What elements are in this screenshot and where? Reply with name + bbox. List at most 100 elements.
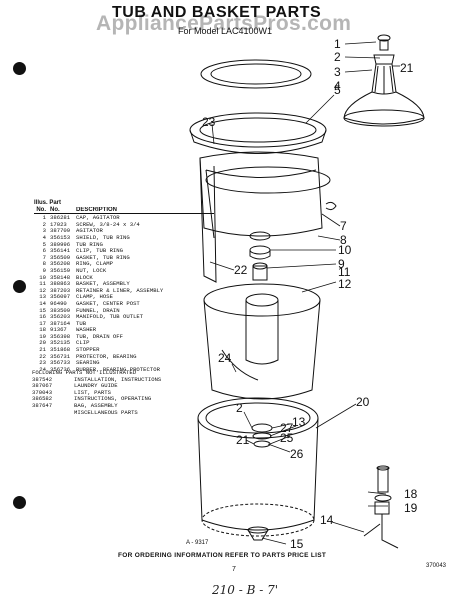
header-illus-part: Illus. Part [34,200,62,206]
tub-ring-shield-part [200,59,312,89]
parts-cell-no: 5 [42,240,46,248]
parts-cell-desc: CAP, AGITATOR [76,215,120,222]
parts-cell-no: 20 [39,339,46,347]
binder-hole-icon [13,280,26,293]
parts-cell-part: 356509 [50,253,71,261]
gasket-part [205,166,331,194]
parts-cell-no: 8 [42,260,46,268]
callout-12: 12 [338,277,352,291]
parts-cell-no: 1 [42,214,46,222]
callout-20: 20 [356,395,370,409]
not-illustrated-part-no: 370043 [32,388,53,396]
parts-cell-part: 356736 [50,365,71,373]
parts-cell-no: 22 [39,352,46,360]
callout-11: 11 [338,265,351,279]
agitator-part [343,34,425,127]
parts-cell-no: 4 [42,233,46,241]
callout-2b: 2 [236,401,243,415]
parts-cell-part: 356733 [50,359,71,367]
parts-cell-part: 91367 [50,326,67,334]
parts-cell-no: 7 [42,253,46,261]
binder-hole-icon [13,496,26,509]
callout-2: 2 [334,50,341,64]
parts-cell-no: 3 [42,227,46,235]
parts-cell-desc: AGITATOR [76,228,103,235]
callout-23: 23 [202,115,216,129]
callout-27: 27 [280,421,294,435]
parts-cell-no: 18 [39,326,46,334]
parts-cell-desc: TUB [76,320,87,327]
model-line: For Model LAC4100W1 [178,26,273,36]
parts-cell-no: 10 [39,273,46,281]
funnel-part [247,526,269,541]
not-illustrated-part-no: 386582 [32,395,53,403]
callout-24: 24 [218,351,232,365]
drain-part [363,465,399,549]
header-description: DESCRIPTION [76,206,118,213]
parts-cell-no: 12 [39,286,46,294]
ordering-footer: FOR ORDERING INFORMATION REFER TO PARTS … [118,552,327,559]
parts-cell-no: 19 [39,332,46,340]
nut-block-part [249,231,271,281]
parts-list-row: 7 356509 GASKET, TUB RING [34,253,214,262]
callout-19: 19 [404,501,418,515]
parts-cell-desc: RUBBER, BEARING PROTECTOR [76,366,160,373]
not-illustrated-part-no: 387647 [32,401,53,409]
not-illustrated-desc: MISCELLANEOUS PARTS [74,408,138,416]
parts-cell-desc: CLIP [76,340,90,347]
callout-18: 18 [404,487,418,501]
parts-cell-part: 356097 [50,293,71,301]
callout-4: 4 [334,79,341,93]
parts-cell-part: 386281 [50,214,71,222]
center-post-part [251,423,273,448]
parts-cell-desc: BLOCK [76,274,93,281]
figure-number: A - 9317 [186,540,209,546]
header-part-no: No. [50,206,60,213]
parts-cell-part: 352135 [50,339,71,347]
parts-cell-desc: FUNNEL, DRAIN [76,307,120,314]
parts-cell-desc: CLAMP, HOSE [76,294,113,301]
not-illustrated-row: 370043 LIST, PARTS [32,388,161,397]
parts-cell-part: 17023 [50,220,67,228]
parts-cell-part: 388863 [50,280,71,288]
parts-list-row: 1 386281 CAP, AGITATOR [34,215,214,222]
parts-cell-desc: MANIFOLD, TUB OUTLET [76,314,144,321]
parts-cell-part: 356203 [50,313,71,321]
parts-cell-desc: GASKET, CENTER POST [76,300,140,307]
parts-cell-no: 9 [42,266,46,274]
parts-list-row: 20 352135 CLIP [34,340,214,347]
binder-hole-icon [13,62,26,75]
parts-cell-desc: BASKET, ASSEMBLY [76,281,130,288]
basket-part [203,283,321,400]
callout-3: 3 [334,65,341,79]
parts-cell-no: 23 [39,359,46,367]
parts-cell-part: 387164 [50,319,71,327]
tub-ring-part [189,112,327,154]
header-no: No. [36,206,46,213]
parts-cell-desc: TUB, DRAIN OFF [76,333,123,340]
parts-cell-desc: GASKET, TUB RING [76,254,130,261]
parts-cell-no: 6 [42,247,46,255]
callout-13: 13 [292,415,306,429]
not-illustrated-desc: LIST, PARTS [74,388,111,396]
part-callouts: 1 2 3 4 21 5 23 7 8 10 9 11 12 22 24 20 … [202,37,418,551]
callout-26: 26 [290,447,304,461]
